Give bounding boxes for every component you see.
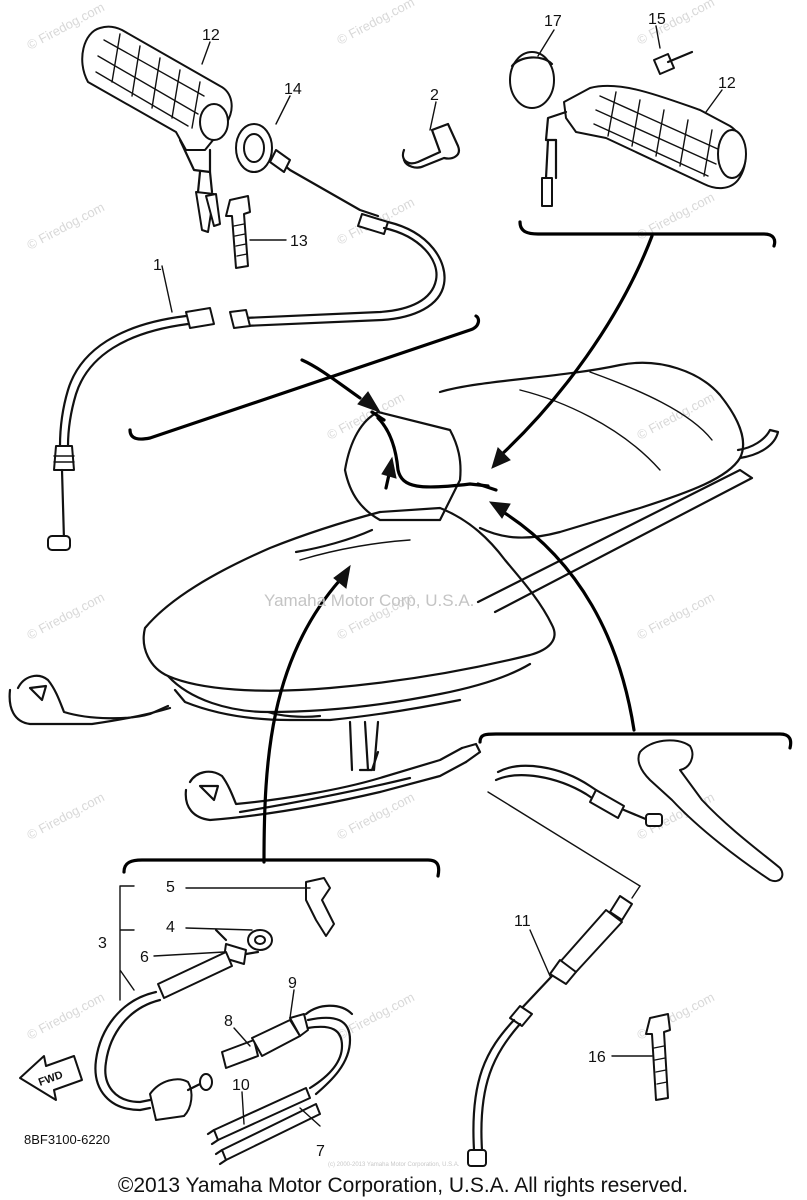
ring-part	[235, 123, 273, 173]
clip-part	[401, 122, 460, 169]
strap-right	[645, 1013, 671, 1101]
label-7: 7	[316, 1143, 325, 1160]
watermark: © Firedog.com	[24, 989, 106, 1042]
label-14: 14	[284, 81, 302, 98]
brake-cable	[467, 895, 633, 1167]
watermark: © Firedog.com	[334, 789, 416, 842]
brake-lever-assembly	[487, 739, 784, 899]
callout-frames	[122, 220, 793, 878]
label-13: 13	[290, 233, 308, 250]
label-15: 15	[648, 11, 666, 28]
screw-part	[653, 50, 694, 75]
part-labels: 1 2 3 4 5 6 7 8 9 10 11 12 12 13 14 15 1…	[98, 11, 736, 1160]
left-grip	[81, 25, 233, 233]
throttle-cable	[47, 149, 446, 551]
label-12-left: 12	[202, 27, 220, 44]
copyright-notice: ©2013 Yamaha Motor Corporation, U.S.A. A…	[118, 1174, 688, 1197]
watermark: © Firedog.com	[634, 0, 716, 48]
small-print: (c) 2000-2013 Yamaha Motor Corporation, …	[328, 1162, 460, 1168]
label-leaders	[119, 25, 723, 1127]
label-12-right: 12	[718, 75, 736, 92]
label-11: 11	[514, 913, 531, 930]
right-grip	[541, 84, 747, 207]
label-17: 17	[544, 13, 562, 30]
center-watermark: Yamaha Motor Corp, U.S.A.	[264, 591, 474, 610]
watermark: © Firedog.com	[334, 0, 416, 48]
watermark: © Firedog.com	[634, 389, 716, 442]
watermark: © Firedog.com	[24, 589, 106, 642]
watermark: © Firedog.com	[334, 989, 416, 1042]
switch-assembly	[94, 877, 354, 1166]
watermark: © Firedog.com	[24, 199, 106, 252]
label-9: 9	[288, 975, 297, 992]
label-5: 5	[166, 879, 175, 896]
label-16: 16	[588, 1049, 606, 1066]
label-10: 10	[232, 1077, 250, 1094]
label-6: 6	[140, 949, 149, 966]
label-4: 4	[166, 919, 175, 936]
label-1: 1	[153, 257, 162, 274]
label-8: 8	[224, 1013, 233, 1030]
watermark: © Firedog.com	[24, 789, 106, 842]
snowmobile-body	[8, 361, 780, 822]
label-2: 2	[430, 87, 439, 104]
fwd-arrow-icon: FWD	[19, 1055, 83, 1101]
figure-code: 8BF3100-6220	[24, 1132, 110, 1147]
strap-left	[225, 195, 251, 269]
label-3: 3	[98, 935, 107, 952]
cap-part	[509, 51, 555, 109]
watermark: © Firedog.com	[634, 589, 716, 642]
